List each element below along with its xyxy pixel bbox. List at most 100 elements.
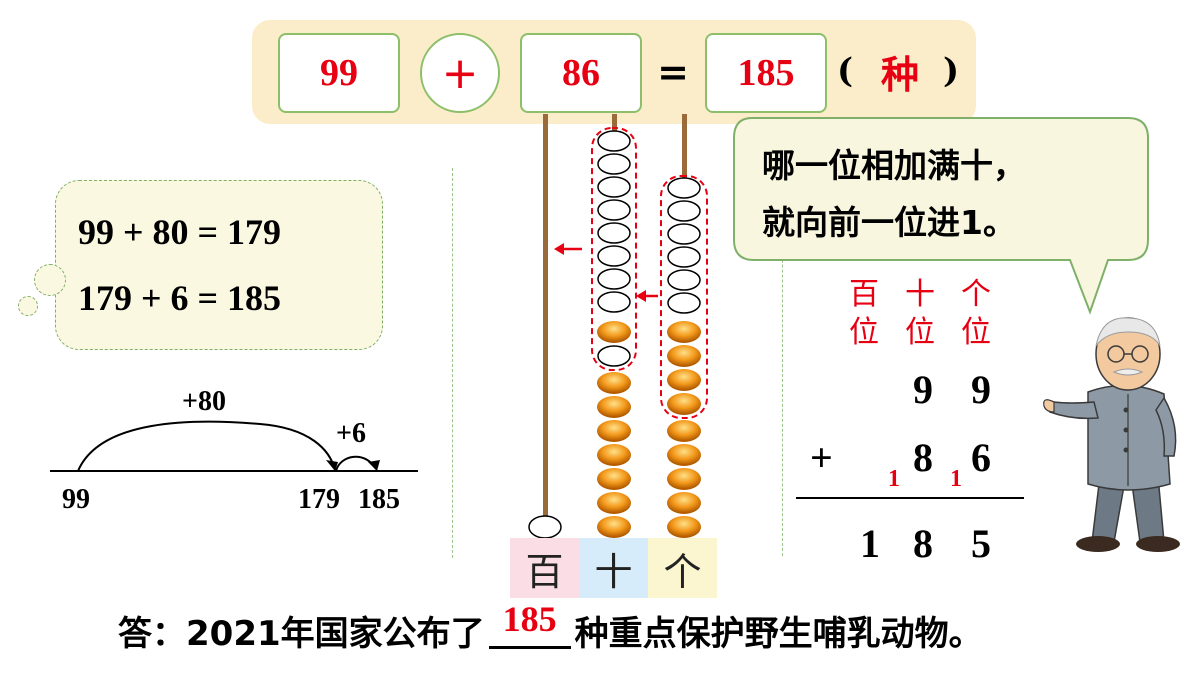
bead-tens-orange <box>597 516 631 538</box>
bead-ones-orange <box>667 369 701 391</box>
bead-tens-white <box>597 176 631 198</box>
bead-tens-orange <box>597 321 631 343</box>
number-line <box>50 420 418 472</box>
operator-circle: + <box>420 33 500 113</box>
separator-right <box>782 200 783 556</box>
number-line-mid: 179 <box>298 484 340 515</box>
thought-bubble: 99 + 80 = 179 179 + 6 = 185 <box>55 180 383 350</box>
bead-tens-orange <box>597 420 631 442</box>
addend2-box: 86 <box>520 33 642 113</box>
jump-arrow-80 <box>326 460 338 471</box>
bead-tens-orange <box>597 372 631 394</box>
answer-blank: 185 <box>488 599 571 649</box>
head-hundreds-bottom: 位 <box>849 315 879 350</box>
bead-ones-orange <box>667 321 701 343</box>
carry-arrow-ones <box>636 290 658 302</box>
abacus <box>528 114 708 539</box>
bead-tens-white <box>597 153 631 175</box>
place-label-tens: 十 <box>579 538 648 598</box>
bead-ones-orange <box>667 420 701 442</box>
head-ones-bottom: 位 <box>961 315 991 350</box>
thought-dot-small <box>18 296 38 316</box>
speech-text: 哪一位相加满十， 就向前一位进1。 <box>762 137 1122 251</box>
answer-sentence: 答：2021年国家公布了 185 种重点保护野生哺乳动物。 <box>118 599 983 655</box>
bead-ones-white <box>667 292 701 314</box>
bead-tens-orange <box>597 468 631 490</box>
equation-bar: 99 + 86 = 185 ( 种 ) <box>252 20 976 124</box>
row2-tens: 8 <box>913 435 933 480</box>
rod-hundreds <box>543 114 548 516</box>
result-hundreds: 1 <box>860 521 880 566</box>
head-tens-bottom: 位 <box>905 315 935 350</box>
paren-open: ( <box>836 51 854 91</box>
sum-box: 185 <box>705 33 827 113</box>
thought-dot-large <box>34 264 66 296</box>
bead-tens-orange <box>597 444 631 466</box>
row1-ones: 9 <box>971 367 991 412</box>
answer-prefix: 答：2021年国家公布了 <box>118 614 485 654</box>
paren-close: ) <box>942 51 960 91</box>
jump-arrow-6 <box>368 460 380 471</box>
thought-line-2: 179 + 6 = 185 <box>78 278 282 318</box>
bead-hundreds <box>528 515 562 539</box>
jump-label-6: +6 <box>336 418 366 449</box>
carry-arrow-tens <box>554 243 582 255</box>
separator-left <box>452 168 453 558</box>
bead-tens-white <box>597 268 631 290</box>
bead-ones-white <box>667 246 701 268</box>
bead-tens-orange <box>597 396 631 418</box>
number-line-start: 99 <box>62 484 90 515</box>
bead-tens-white <box>597 245 631 267</box>
ones-orange-beads <box>667 420 701 538</box>
head-tens-top: 十 <box>905 277 935 312</box>
result-tens: 8 <box>913 521 933 566</box>
equals-sign: = <box>657 48 689 94</box>
bead-tens-white <box>597 130 631 152</box>
bead-ones-white <box>667 223 701 245</box>
head-tens: 十 位 <box>902 276 938 352</box>
speech-line-1: 哪一位相加满十， <box>762 146 1026 185</box>
head-hundreds-top: 百 <box>849 277 879 312</box>
carry-tens: 1 <box>950 466 962 492</box>
speech-line-2: 就向前一位进1。 <box>762 203 1016 242</box>
bead-ones-orange <box>667 393 701 415</box>
tens-highlight <box>591 127 637 371</box>
tens-orange-beads <box>597 372 631 538</box>
speech-bubble <box>733 117 1149 315</box>
ones-white-beads <box>667 177 701 314</box>
bead-ones-orange <box>667 444 701 466</box>
bead-tens-white <box>597 291 631 313</box>
tens-mixed-beads <box>597 321 631 367</box>
rod-tens <box>612 114 617 138</box>
head-ones-top: 个 <box>961 277 991 312</box>
bead-tens-white <box>597 222 631 244</box>
ones-orange-highlight-beads <box>667 321 701 415</box>
carry-hundreds: 1 <box>888 466 900 492</box>
addend1-box: 99 <box>278 33 400 113</box>
head-hundreds: 百 位 <box>846 276 882 352</box>
bead-ones-white <box>667 269 701 291</box>
jump-arc-80 <box>77 420 336 472</box>
number-line-end: 185 <box>358 484 400 515</box>
row2-ones: 6 <box>971 435 991 480</box>
bead-ones-orange <box>667 492 701 514</box>
rod-ones <box>682 114 687 184</box>
bead-ones-orange <box>667 345 701 367</box>
head-ones: 个 位 <box>958 276 994 352</box>
answer-suffix: 种重点保护野生哺乳动物。 <box>574 614 983 654</box>
ones-highlight <box>660 175 708 419</box>
teacher-illustration <box>1043 317 1180 552</box>
bead-ones-white <box>667 177 701 199</box>
bead-tens-white <box>597 199 631 221</box>
unit-label: 种 <box>880 52 919 97</box>
tens-white-beads <box>597 130 631 313</box>
result-ones: 5 <box>971 521 991 566</box>
thought-line-1: 99 + 80 = 179 <box>78 212 282 252</box>
bead-ones-orange <box>667 468 701 490</box>
bead-ones-orange <box>667 516 701 538</box>
row1-tens: 9 <box>913 367 933 412</box>
bead-tens-orange <box>597 492 631 514</box>
place-label-hundreds: 百 <box>510 538 579 598</box>
place-label-ones: 个 <box>648 538 717 598</box>
answer-fill: 185 <box>502 599 557 639</box>
